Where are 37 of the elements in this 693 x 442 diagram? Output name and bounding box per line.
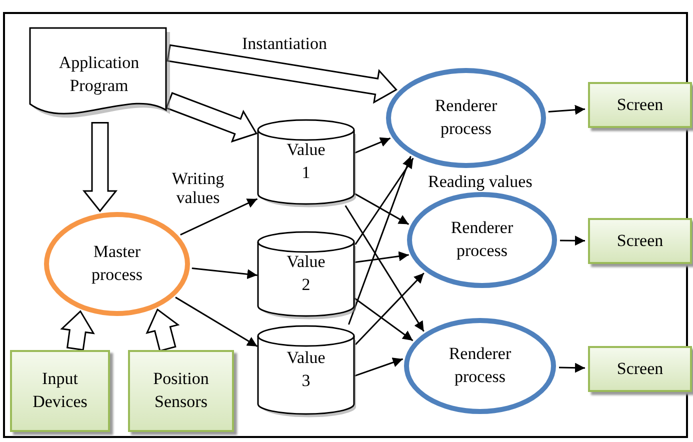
arrow: [354, 298, 414, 342]
node-label: Screen: [616, 358, 664, 380]
node-label: Renderer process: [434, 95, 498, 140]
arrow: [180, 198, 258, 236]
arrow: [344, 205, 424, 332]
arrow: [354, 251, 409, 264]
block-arrow: [166, 92, 258, 143]
arrow: [560, 236, 585, 246]
node-label: Position Sensors: [152, 368, 210, 413]
node-label: Value 2: [286, 251, 326, 296]
device-box: [10, 350, 110, 432]
node-label: Value 1: [286, 139, 326, 184]
node-label: Application Program: [58, 52, 140, 97]
block-arrow: [60, 310, 95, 351]
arrow: [548, 104, 586, 115]
device-box: [588, 82, 692, 128]
annotation-label: Reading values: [428, 172, 532, 192]
arrow: [192, 267, 258, 280]
node-label: Value 3: [286, 347, 326, 392]
arrow: [354, 137, 391, 154]
arrow: [175, 296, 258, 348]
block-arrow: [146, 308, 180, 352]
device-box: [588, 218, 692, 264]
arrow: [354, 358, 404, 376]
arrow: [354, 193, 410, 225]
block-arrow: [82, 122, 118, 212]
node-label: Screen: [616, 94, 664, 116]
node-label: Screen: [616, 230, 664, 252]
arrow: [558, 362, 586, 373]
device-box: [128, 350, 234, 432]
node-label: Master process: [90, 241, 144, 286]
node-label: Renderer process: [448, 343, 512, 388]
node-label: Input Devices: [32, 368, 88, 413]
device-box: [588, 346, 692, 392]
arrow: [354, 272, 424, 346]
node-label: Renderer process: [450, 217, 514, 262]
block-arrow: [166, 44, 398, 104]
